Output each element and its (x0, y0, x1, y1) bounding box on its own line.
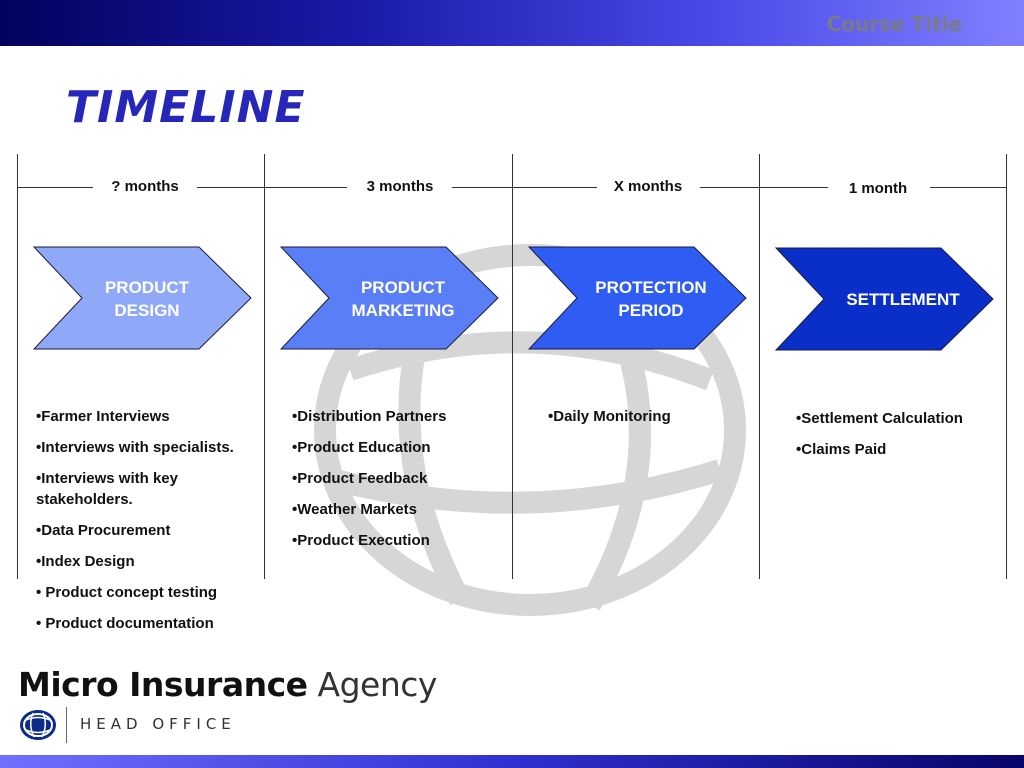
task-list: •Daily Monitoring (548, 406, 753, 437)
list-item: •Interviews with key stakeholders. (36, 470, 178, 508)
list-item: • Product concept testing (36, 584, 218, 601)
agency-name: Micro Insurance Agency (18, 665, 437, 704)
list-item: •Product Feedback (292, 470, 428, 487)
head-office-label: HEAD OFFICE (80, 715, 236, 733)
logo-divider (66, 707, 67, 743)
list-item: •Farmer Interviews (36, 408, 170, 425)
phase-label: PRODUCT MARKETING (351, 278, 455, 320)
chevron-shape (280, 246, 499, 350)
agency-name-light: Agency (307, 665, 438, 704)
list-item: •Claims Paid (796, 441, 887, 458)
task-list: •Distribution Partners •Product Educatio… (292, 406, 502, 561)
footer-bar (0, 755, 1024, 768)
duration-line (17, 187, 93, 188)
phase-label: SETTLEMENT (846, 290, 960, 309)
phase-duration: ? months (111, 178, 179, 195)
phase-chevron (33, 246, 252, 350)
divider-line (759, 154, 760, 579)
list-item: •Product Execution (292, 532, 430, 549)
chevron-shape (528, 246, 747, 350)
list-item: • Product documentation (36, 615, 214, 632)
slide-title: TIMELINE (66, 82, 306, 133)
divider-line (1006, 154, 1007, 579)
list-item: •Product Education (292, 439, 431, 456)
phase-duration: 3 months (366, 178, 434, 195)
chevron-shape (33, 246, 252, 350)
divider-line (17, 154, 18, 579)
list-item: •Interviews with specialists. (36, 439, 234, 456)
agency-name-bold: Micro Insurance (18, 665, 308, 704)
list-item: •Daily Monitoring (548, 408, 671, 425)
duration-line (700, 187, 828, 188)
phase-duration: 1 month (848, 180, 908, 197)
header-bar: Course Title (0, 0, 1024, 46)
divider-line (512, 154, 513, 579)
task-list: •Settlement Calculation •Claims Paid (796, 408, 1006, 470)
list-item: •Distribution Partners (292, 408, 447, 425)
course-title: Course Title (826, 12, 962, 36)
duration-line (197, 187, 347, 188)
globe-logo-icon (20, 710, 56, 740)
list-item: •Weather Markets (292, 501, 418, 518)
duration-line (452, 187, 597, 188)
task-list: •Farmer Interviews •Interviews with spec… (36, 406, 254, 644)
phase-chevron (775, 247, 994, 351)
list-item: •Index Design (36, 553, 135, 570)
phase-label: PROTECTION PERIOD (595, 278, 707, 320)
list-item: •Data Procurement (36, 522, 171, 539)
phase-label: PRODUCT DESIGN (104, 278, 190, 320)
chevron-shape (775, 247, 994, 351)
phase-chevron (280, 246, 499, 350)
list-item: •Settlement Calculation (796, 410, 963, 427)
phase-chevron (528, 246, 747, 350)
divider-line (264, 154, 265, 579)
phase-duration: X months (613, 178, 683, 195)
duration-line (930, 187, 1006, 188)
